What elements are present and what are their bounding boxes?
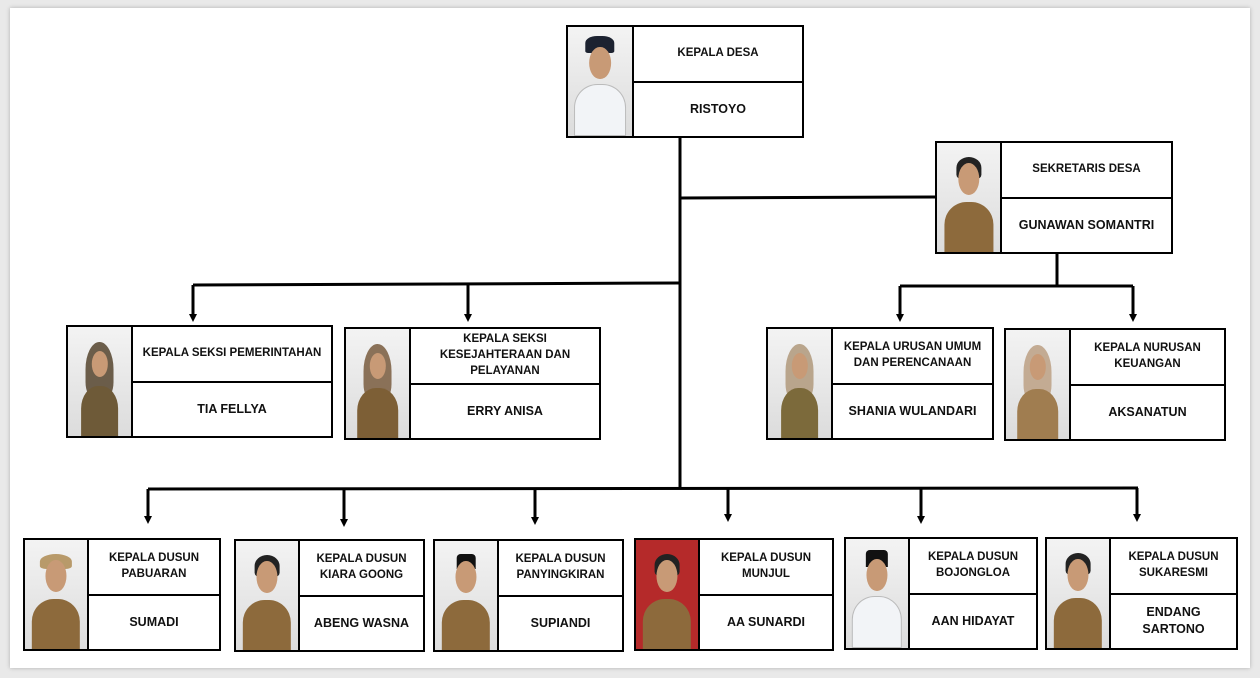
person-name: ERRY ANISA	[467, 403, 543, 418]
role-label: KEPALA SEKSI PEMERINTAHAN	[133, 327, 331, 383]
person-photo-icon	[636, 540, 700, 649]
node-kadus-panyingkiran: KEPALA DUSUN PANYINGKIRAN SUPIANDI	[433, 539, 624, 652]
node-kaur-umum: KEPALA URUSAN UMUM DAN PERENCANAAN SHANI…	[766, 327, 994, 440]
node-sekretaris-desa: SEKRETARIS DESA GUNAWAN SOMANTRI	[935, 141, 1173, 254]
person-name: SUPIANDI	[530, 615, 591, 630]
role-label: KEPALA DESA	[634, 27, 802, 83]
role-label: KEPALA DUSUN KIARA GOONG	[300, 541, 423, 597]
node-kadus-bojongloa: KEPALA DUSUN BOJONGLOA AAN HIDAYAT	[844, 537, 1038, 650]
person-photo-icon	[346, 329, 411, 438]
person-photo-icon	[846, 539, 910, 648]
role-label: SEKRETARIS DESA	[1002, 143, 1171, 199]
node-kadus-kiara-goong: KEPALA DUSUN KIARA GOONG ABENG WASNA	[234, 539, 425, 652]
person-name: ENDANG SARTONO	[1142, 605, 1205, 637]
node-kepala-desa: KEPALA DESA RISTOYO	[566, 25, 804, 138]
node-kasi-kesejahteraan: KEPALA SEKSI KESEJAHTERAAN DAN PELAYANAN…	[344, 327, 601, 440]
node-kadus-munjul: KEPALA DUSUN MUNJUL AA SUNARDI	[634, 538, 834, 651]
node-kaur-keuangan: KEPALA NURUSAN KEUANGAN AKSANATUN	[1004, 328, 1226, 441]
person-photo-icon	[1047, 539, 1111, 648]
person-photo-icon	[25, 540, 89, 649]
role-label: KEPALA URUSAN UMUM DAN PERENCANAAN	[833, 329, 992, 385]
role-label: KEPALA DUSUN BOJONGLOA	[910, 539, 1036, 595]
role-label: KEPALA DUSUN MUNJUL	[700, 540, 832, 596]
person-name: SHANIA WULANDARI	[848, 403, 977, 418]
person-photo-icon	[768, 329, 833, 438]
person-name: GUNAWAN SOMANTRI	[1018, 217, 1155, 232]
role-label: KEPALA SEKSI KESEJAHTERAAN DAN PELAYANAN	[411, 329, 599, 385]
person-name: RISTOYO	[689, 101, 747, 116]
person-photo-icon	[937, 143, 1002, 252]
person-name: TIA FELLYA	[197, 401, 267, 416]
role-label: KEPALA DUSUN PANYINGKIRAN	[499, 541, 622, 597]
person-name: AA SUNARDI	[726, 614, 805, 629]
person-name: AKSANATUN	[1108, 404, 1187, 419]
role-label: KEPALA NURUSAN KEUANGAN	[1071, 330, 1224, 386]
person-photo-icon	[1006, 330, 1071, 439]
role-label: KEPALA DUSUN PABUARAN	[89, 540, 219, 596]
person-photo-icon	[236, 541, 300, 650]
person-photo-icon	[435, 541, 499, 650]
node-kadus-sukaresmi: KEPALA DUSUN SUKARESMI ENDANG SARTONO	[1045, 537, 1238, 650]
person-name: SUMADI	[129, 614, 179, 629]
person-photo-icon	[68, 327, 133, 436]
role-label: KEPALA DUSUN SUKARESMI	[1111, 539, 1236, 595]
person-photo-icon	[568, 27, 634, 136]
person-name: ABENG WASNA	[313, 615, 410, 630]
person-name: AAN HIDAYAT	[931, 613, 1015, 628]
node-kadus-pabuaran: KEPALA DUSUN PABUARAN SUMADI	[23, 538, 221, 651]
node-kasi-pemerintahan: KEPALA SEKSI PEMERINTAHAN TIA FELLYA	[66, 325, 333, 438]
